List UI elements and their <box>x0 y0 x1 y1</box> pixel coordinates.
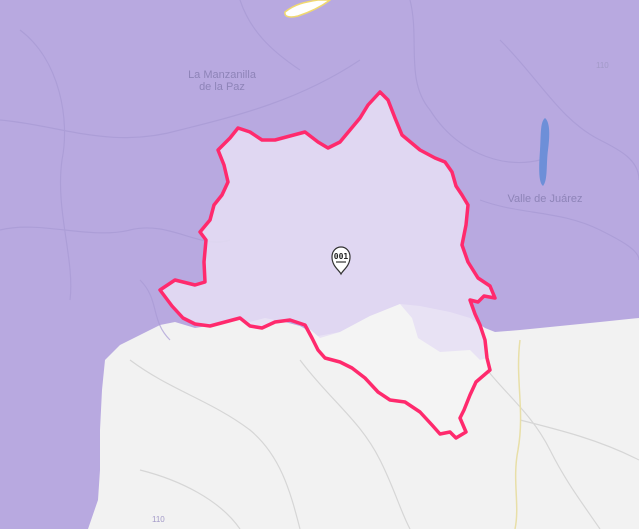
road-network <box>0 0 639 341</box>
place-label-la-manzanilla-line2: de la Paz <box>199 81 245 93</box>
place-label-valle-de-juarez: Valle de Juárez <box>507 193 582 205</box>
road-network-south <box>129 359 639 529</box>
marker-label: 001 <box>334 252 349 261</box>
selected-municipality-south <box>305 304 490 438</box>
place-label-la-manzanilla-line1: La Manzanilla <box>188 69 257 81</box>
lake <box>539 118 550 186</box>
road-label-110-north: 110 <box>596 61 609 70</box>
map-pin-icon[interactable]: 001 <box>331 246 351 276</box>
selected-municipality-outline[interactable] <box>158 90 497 440</box>
road-label-110-south: 110 <box>152 515 165 524</box>
map-feature-top <box>284 0 332 18</box>
highway-road <box>514 339 522 529</box>
